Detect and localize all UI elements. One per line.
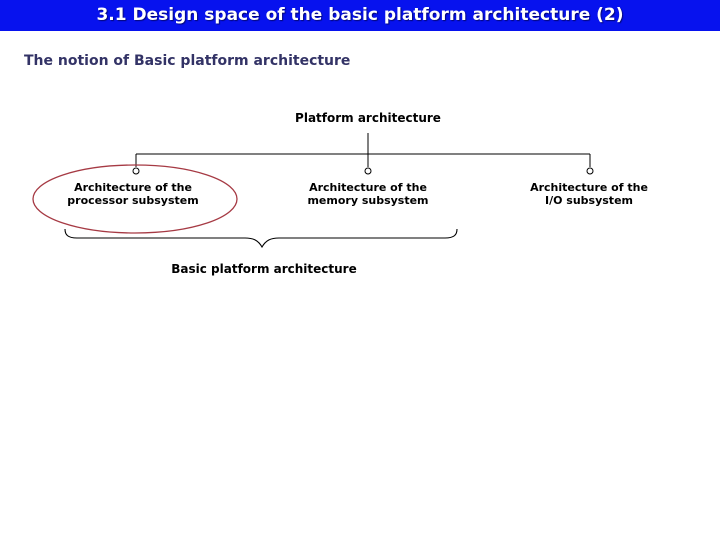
node-label-line: Architecture of the [74,181,192,194]
slide-subtitle: The notion of Basic platform architectur… [24,53,351,69]
node-label-line: I/O subsystem [545,194,633,207]
middle-node-connector-dot [364,167,372,175]
brace-caption: Basic platform architecture [171,262,357,276]
node-label-line: memory subsystem [307,194,429,207]
node-label-line: processor subsystem [67,194,199,207]
tree-node-io-subsystem: Architecture of the I/O subsystem [489,181,689,207]
right-node-connector-dot [586,167,594,175]
under-brace [64,228,458,249]
slide-title: 3.1 Design space of the basic platform a… [96,5,624,25]
left-node-connector-dot [132,167,140,175]
slide-title-bar: 3.1 Design space of the basic platform a… [0,0,720,31]
tree-node-processor-subsystem: Architecture of the processor subsystem [33,181,233,207]
node-label-line: Architecture of the [309,181,427,194]
tree-node-memory-subsystem: Architecture of the memory subsystem [268,181,468,207]
node-label-line: Architecture of the [530,181,648,194]
tree-root-label: Platform architecture [295,111,441,125]
